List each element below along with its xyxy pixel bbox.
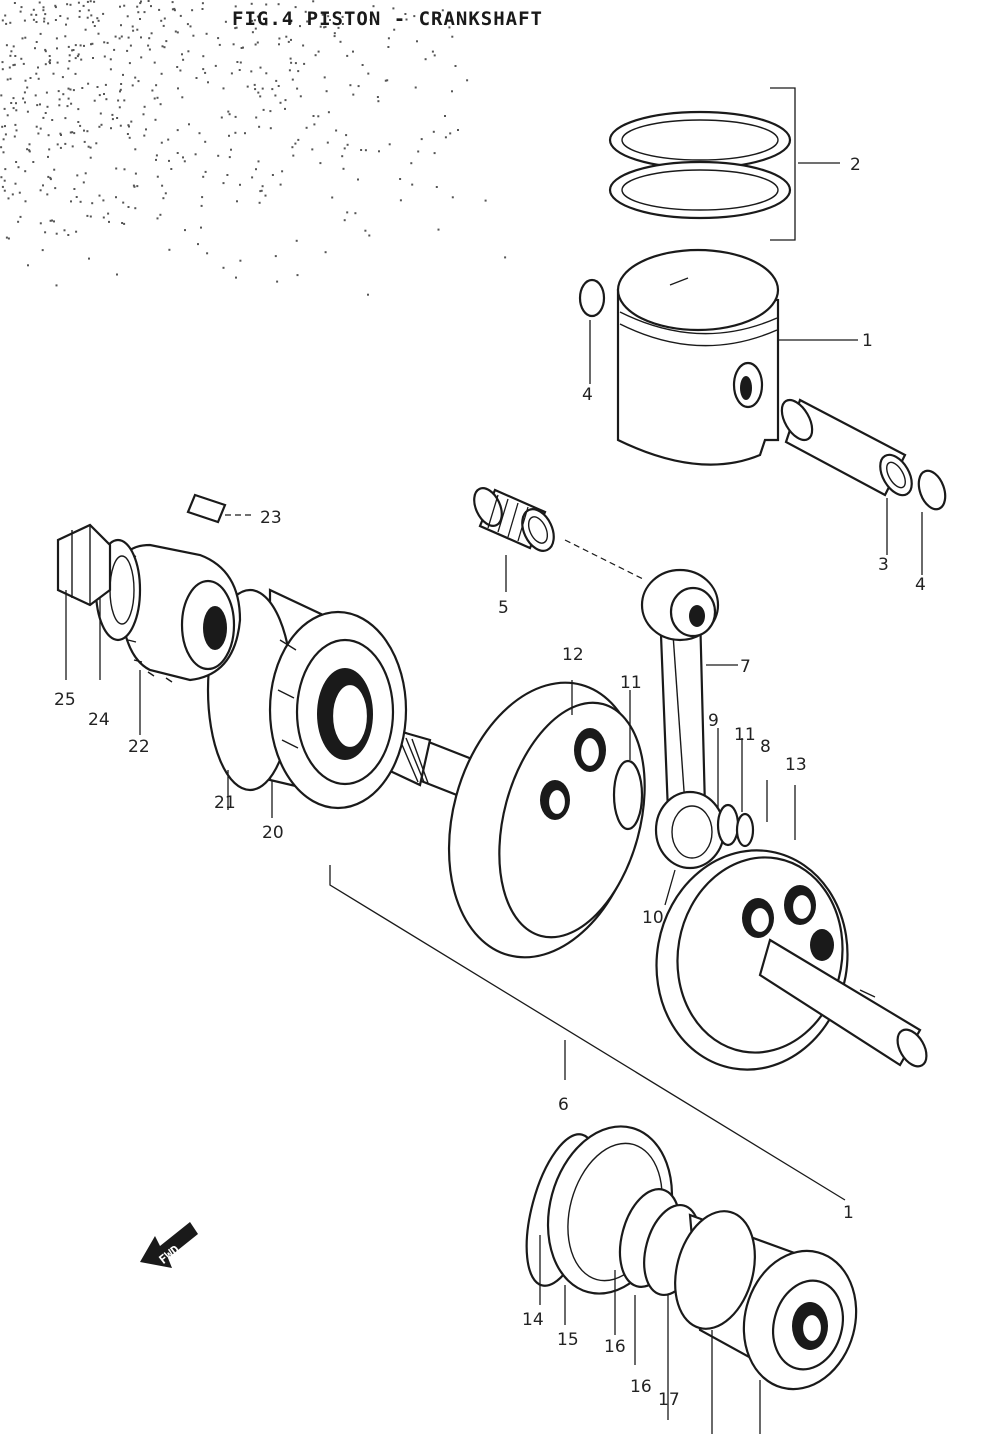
needle-bearing bbox=[473, 487, 646, 592]
callout-7: 7 bbox=[740, 657, 751, 677]
callout-9: 9 bbox=[708, 711, 719, 731]
woodruff-key bbox=[186, 493, 252, 524]
callout-22: 22 bbox=[128, 737, 150, 757]
callout-3: 3 bbox=[878, 555, 889, 575]
callout-20: 20 bbox=[262, 823, 284, 843]
figure-title: FIG.4 PISTON - CRANKSHAFT bbox=[232, 8, 543, 30]
callout-4a: 4 bbox=[582, 385, 593, 405]
crank-right-shaft bbox=[758, 938, 928, 1068]
piston-rings bbox=[608, 87, 840, 241]
callout-2: 2 bbox=[850, 155, 861, 175]
piston bbox=[616, 248, 858, 466]
crank-assembly-bracket bbox=[329, 865, 846, 1201]
bearing-stack bbox=[525, 1125, 858, 1434]
callout-25: 25 bbox=[54, 690, 76, 710]
circlip-left bbox=[578, 278, 606, 384]
callout-16a: 16 bbox=[604, 1337, 626, 1357]
piston-pin bbox=[780, 398, 947, 575]
fwd-arrow-icon bbox=[140, 1222, 198, 1268]
callout-11b: 11 bbox=[734, 725, 756, 745]
connecting-rod bbox=[640, 568, 738, 870]
callout-14: 14 bbox=[522, 1310, 544, 1330]
callout-15: 15 bbox=[557, 1330, 579, 1350]
callout-16b: 16 bbox=[630, 1377, 652, 1397]
callout-4b: 4 bbox=[915, 575, 926, 595]
scan-noise bbox=[0, 0, 507, 296]
main-bearing bbox=[206, 588, 408, 818]
callout-17: 17 bbox=[658, 1390, 680, 1410]
crank-web-right bbox=[655, 785, 849, 1071]
callout-8: 8 bbox=[760, 737, 771, 757]
callout-5: 5 bbox=[498, 598, 509, 618]
callout-1b: 1 bbox=[843, 1203, 854, 1223]
callout-24: 24 bbox=[88, 710, 110, 730]
crank-pin-washers bbox=[612, 690, 768, 906]
callout-21: 21 bbox=[214, 793, 236, 813]
callout-6: 6 bbox=[558, 1095, 569, 1115]
callout-1a: 1 bbox=[862, 331, 873, 351]
callout-23: 23 bbox=[260, 508, 282, 528]
callout-11a: 11 bbox=[620, 673, 642, 693]
callout-13: 13 bbox=[785, 755, 807, 775]
crank-web-left bbox=[447, 680, 646, 959]
callout-12: 12 bbox=[562, 645, 584, 665]
crank-nut bbox=[56, 523, 112, 680]
callout-10: 10 bbox=[642, 908, 664, 928]
